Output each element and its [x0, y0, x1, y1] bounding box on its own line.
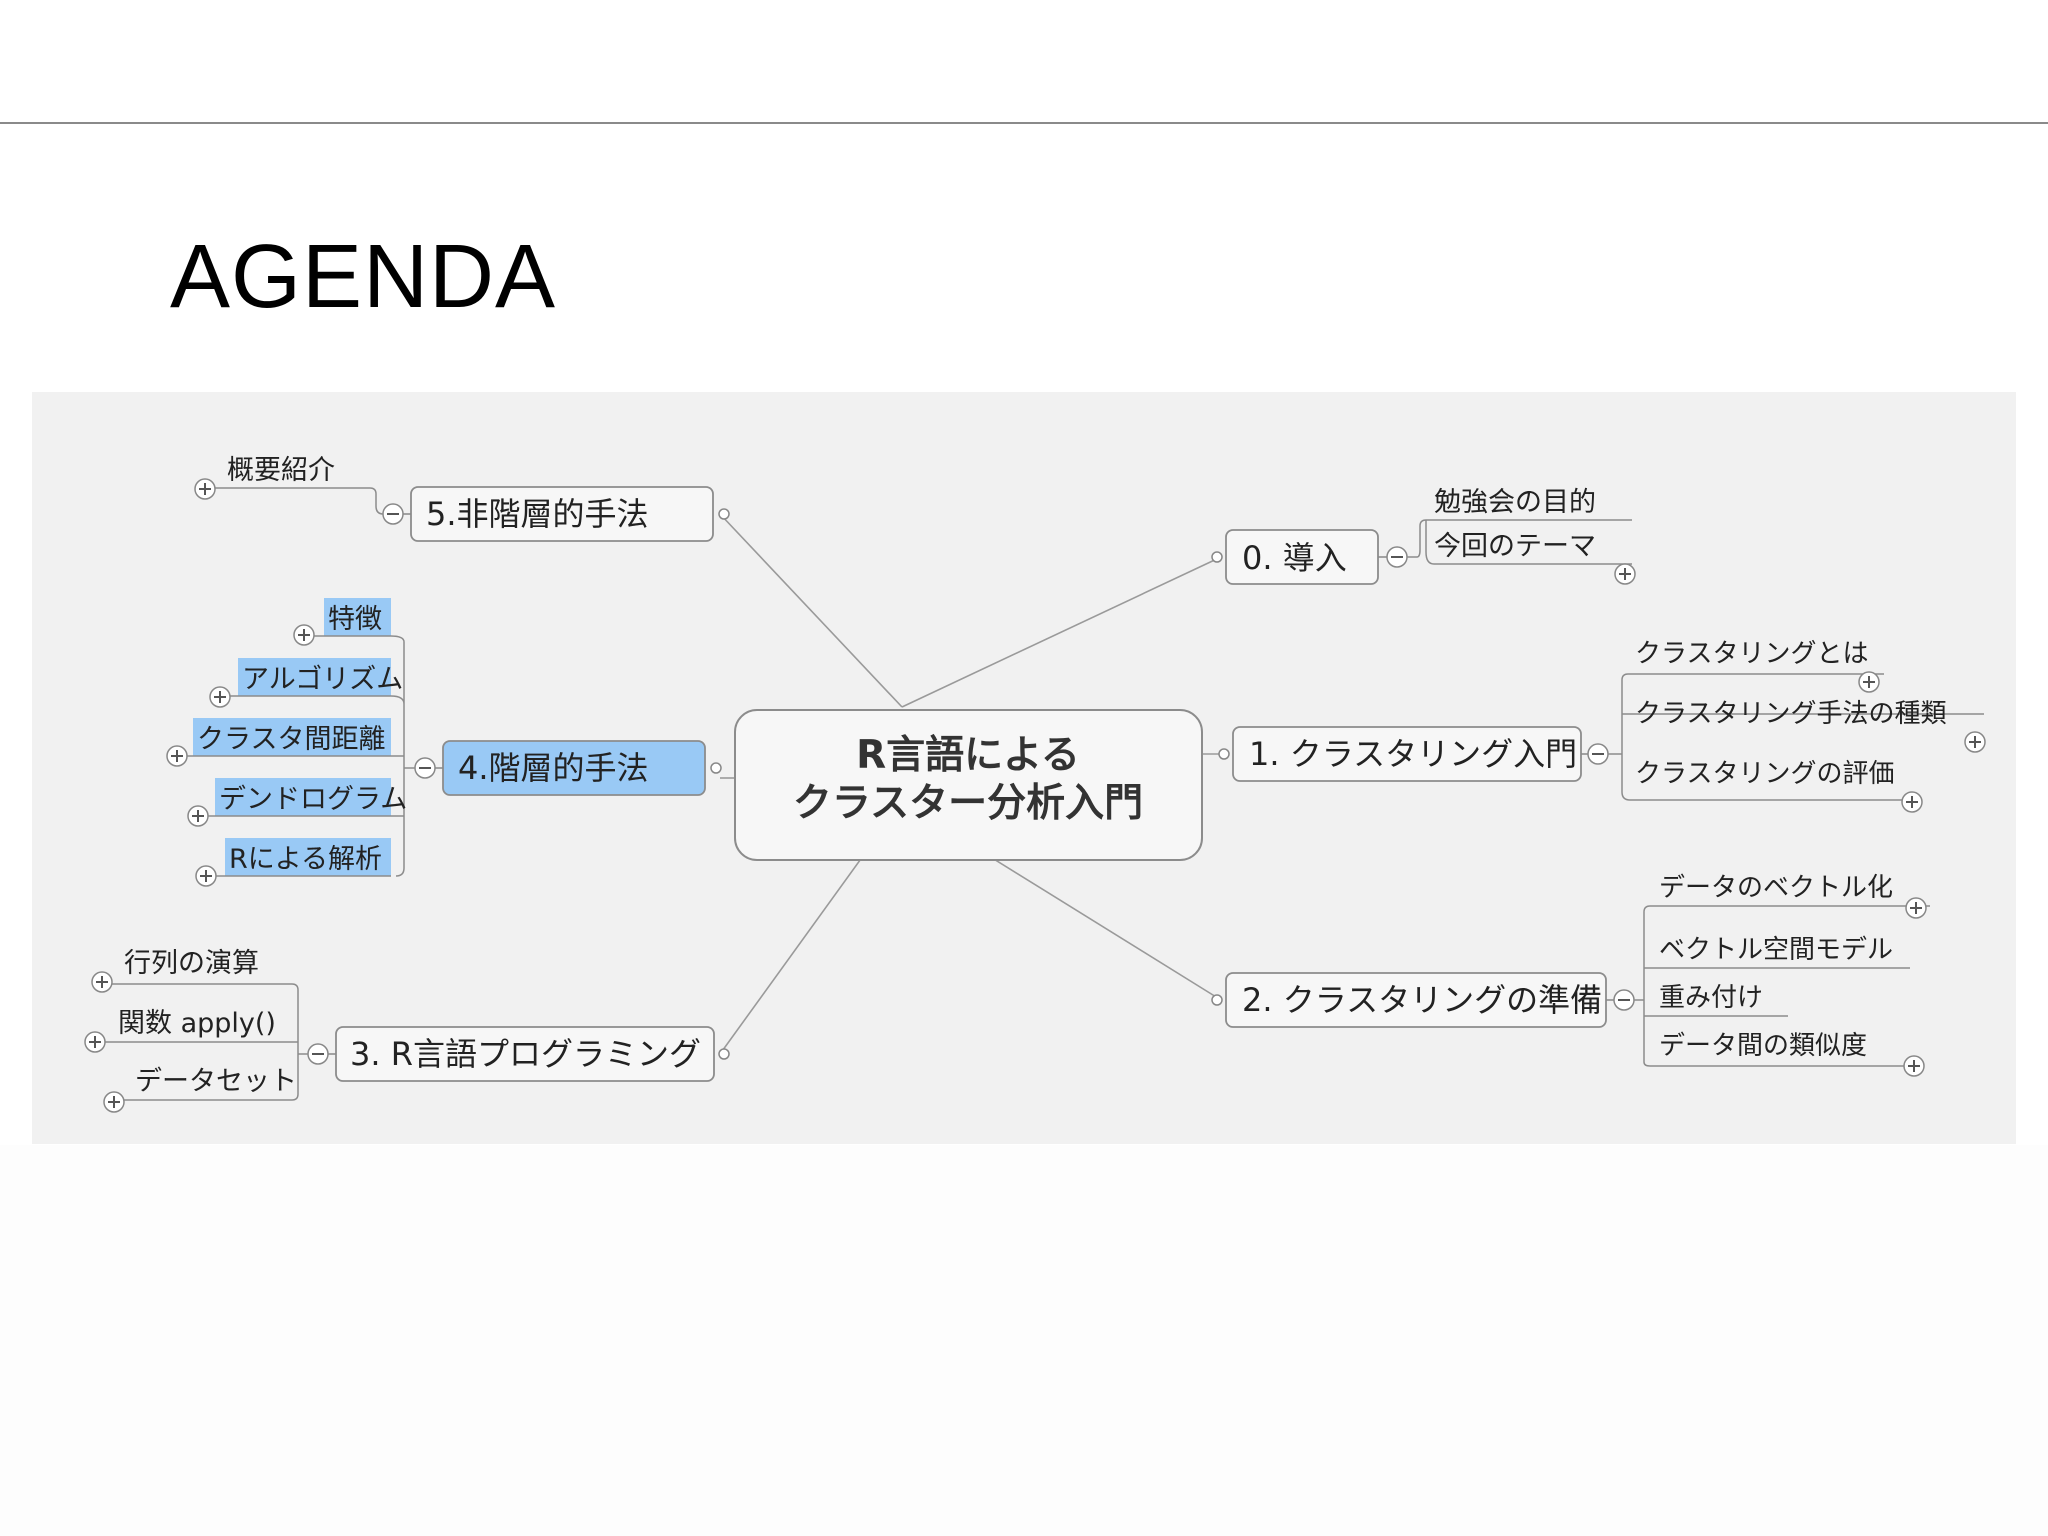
- branch-4-child-2[interactable]: アルゴリズム: [242, 664, 403, 695]
- expand-icon[interactable]: [1905, 897, 1927, 919]
- branch-2-bracket: [1634, 905, 1930, 1067]
- branch-1-child-1[interactable]: クラスタリングとは: [1635, 639, 1868, 669]
- expand-icon[interactable]: [1614, 563, 1636, 585]
- root-topic[interactable]: R言語による クラスター分析入門: [734, 709, 1203, 861]
- branch-5-bracket: [210, 487, 384, 515]
- slide-title: AGENDA: [170, 227, 557, 327]
- branch-5-child-1[interactable]: 概要紹介: [227, 455, 335, 486]
- branch-1-label: 1. クラスタリング入門: [1249, 735, 1577, 773]
- expand-icon[interactable]: [209, 686, 231, 708]
- branch-2-child-1[interactable]: データのベクトル化: [1659, 873, 1893, 903]
- branch-4-child-4[interactable]: デンドログラム: [219, 784, 407, 815]
- expand-icon[interactable]: [195, 865, 217, 887]
- branch-3-child-2[interactable]: 関数 apply(): [118, 1008, 276, 1039]
- root-title-line-1: R言語による: [856, 733, 1080, 778]
- expand-icon[interactable]: [1858, 671, 1880, 693]
- branch-0-bracket: [1407, 519, 1632, 565]
- empty-slide-area: [0, 1145, 2048, 1536]
- expand-icon[interactable]: [1903, 1055, 1925, 1077]
- branch-4-collapse-toggle[interactable]: [414, 757, 443, 779]
- mindmap-diagram: R言語による クラスター分析入門 0. 導入 勉強会の目的 今回のテーマ 1. …: [32, 392, 2016, 1144]
- branch-0-topic[interactable]: 0. 導入: [1225, 529, 1379, 585]
- branch-2-child-3[interactable]: 重み付け: [1659, 983, 1763, 1013]
- branch-4-bracket: [177, 635, 415, 877]
- branch-5-label: 5.非階層的手法: [426, 495, 649, 533]
- root-title-line-2: クラスター分析入門: [793, 781, 1143, 826]
- branch-2-child-2[interactable]: ベクトル空間モデル: [1659, 935, 1893, 965]
- branch-3-topic[interactable]: 3. R言語プログラミング: [335, 1026, 715, 1082]
- expand-icon[interactable]: [166, 745, 188, 767]
- branch-1-child-2[interactable]: クラスタリング手法の種類: [1635, 699, 1946, 729]
- branch-5-collapse-toggle[interactable]: [382, 503, 411, 525]
- expand-icon[interactable]: [293, 624, 315, 646]
- branch-3-child-3[interactable]: データセット: [135, 1066, 297, 1097]
- branch-4-child-3[interactable]: クラスタ間距離: [197, 724, 385, 755]
- expand-icon[interactable]: [187, 805, 209, 827]
- branch-3-bracket: [102, 983, 308, 1101]
- header-rule: [0, 122, 2048, 124]
- expand-icon[interactable]: [194, 478, 216, 500]
- branch-1-topic[interactable]: 1. クラスタリング入門: [1232, 726, 1582, 782]
- connector-dots: [710, 508, 1230, 1060]
- expand-icon[interactable]: [91, 971, 113, 993]
- branch-2-child-4[interactable]: データ間の類似度: [1659, 1031, 1867, 1061]
- branch-4-topic[interactable]: 4.階層的手法: [442, 740, 706, 796]
- expand-icon[interactable]: [103, 1091, 125, 1113]
- branch-4-label: 4.階層的手法: [458, 749, 649, 787]
- branch-3-label: 3. R言語プログラミング: [350, 1035, 701, 1073]
- branch-2-collapse-toggle[interactable]: [1606, 989, 1635, 1011]
- branch-4-child-1[interactable]: 特徴: [328, 604, 382, 635]
- branch-0-label: 0. 導入: [1242, 539, 1347, 577]
- branch-1-bracket: [1608, 673, 1984, 801]
- expand-icon[interactable]: [84, 1031, 106, 1053]
- expand-icon[interactable]: [1901, 791, 1923, 813]
- expand-icon[interactable]: [1964, 731, 1986, 753]
- branch-4-child-5[interactable]: Rによる解析: [229, 844, 382, 875]
- branch-3-child-1[interactable]: 行列の演算: [124, 948, 259, 979]
- branch-4-child-highlights: [193, 598, 391, 876]
- branch-0-child-1[interactable]: 勉強会の目的: [1434, 487, 1596, 518]
- branch-0-child-2[interactable]: 今回のテーマ: [1434, 531, 1596, 562]
- branch-1-child-3[interactable]: クラスタリングの評価: [1635, 759, 1894, 789]
- branch-0-collapse-toggle[interactable]: [1378, 546, 1408, 568]
- branch-5-topic[interactable]: 5.非階層的手法: [410, 486, 714, 542]
- branch-2-topic[interactable]: 2. クラスタリングの準備: [1225, 972, 1607, 1028]
- branch-2-label: 2. クラスタリングの準備: [1242, 981, 1602, 1019]
